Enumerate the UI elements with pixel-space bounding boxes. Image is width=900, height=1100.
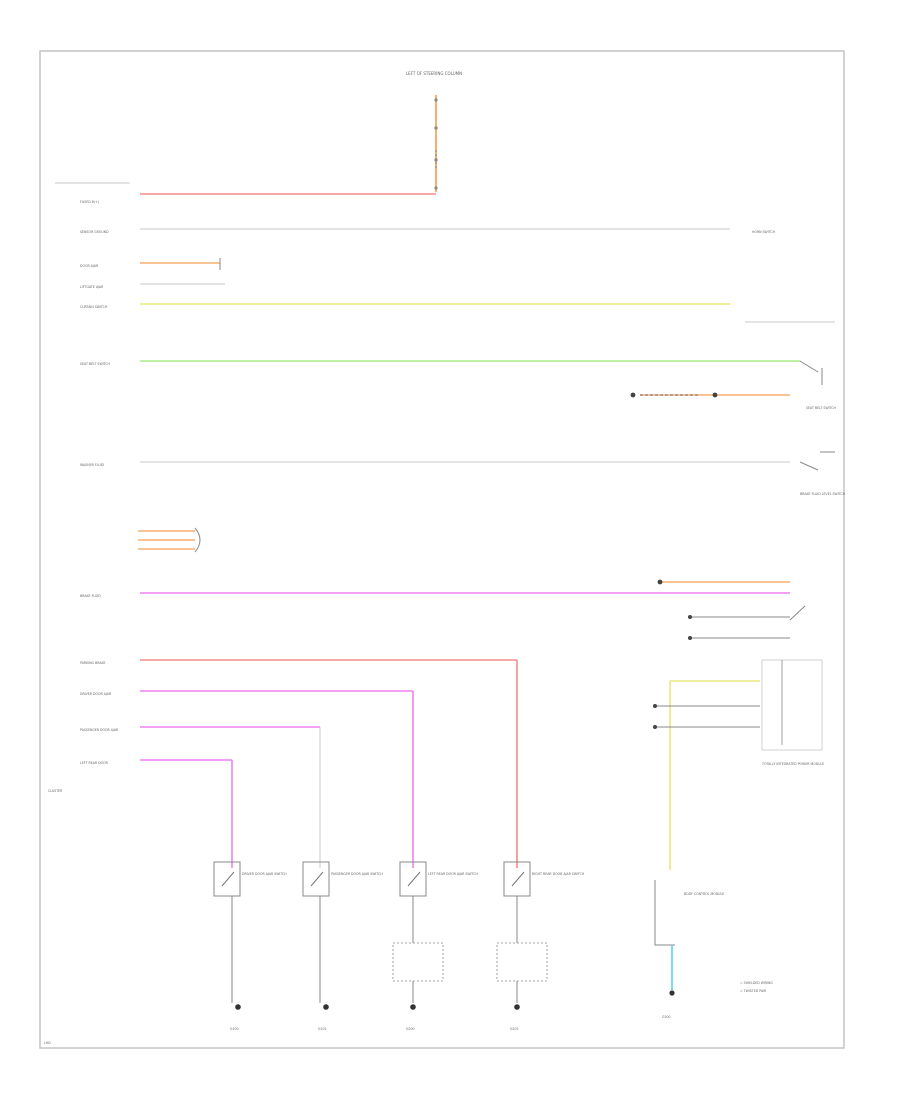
- pin-label-3: LIFTGATE AJAR: [80, 285, 104, 289]
- top-module-label: LEFT OF STEERING COLUMN: [406, 71, 462, 76]
- switch-leftrear: [392, 861, 444, 1010]
- switch-driver: [213, 861, 241, 1010]
- ground-label-0: G100: [230, 1027, 239, 1031]
- pin-label-4: CURTAIN SWITCH: [80, 305, 108, 309]
- switch-label-1: PASSENGER DOOR AJAR SWITCH: [331, 872, 383, 876]
- pin-label-11: LEFT REAR DOOR: [80, 761, 109, 765]
- cluster-label: CLUSTER: [48, 789, 63, 793]
- page-code: LHD: [44, 1041, 51, 1045]
- right-label-8: BODY CONTROL MODULE: [684, 892, 724, 896]
- pin-label-2: DOOR AJAR: [80, 264, 99, 268]
- pin-label-1: SENSOR GROUND: [80, 230, 109, 234]
- legend-shielded: = SHIELDED WIRING: [740, 981, 773, 985]
- door-switches: [213, 861, 548, 1010]
- ground-label-1: G101: [318, 1027, 327, 1031]
- switch-label-0: DRIVER DOOR AJAR SWITCH: [242, 872, 287, 876]
- ground-label-2: G200: [406, 1027, 415, 1031]
- pin-label-5: SEAT BELT SWITCH: [80, 362, 111, 366]
- legend-twisted: = TWISTED PAIR: [740, 989, 767, 993]
- right-label-0: HORN SWITCH: [752, 230, 776, 234]
- right-module: [653, 659, 823, 870]
- tiny-labels: FUSED B(+) SENSOR GROUND DOOR AJAR LIFTG…: [44, 200, 846, 1045]
- pin-label-0: FUSED B(+): [80, 200, 99, 204]
- pin-label-9: DRIVER DOOR AJAR: [80, 692, 112, 696]
- switch-rightrear: [496, 861, 548, 1010]
- ground-label-3: G201: [510, 1027, 519, 1031]
- right-label-2: SEAT BELT SWITCH: [806, 406, 837, 410]
- pin-label-7: BRAKE FLUID: [80, 594, 101, 598]
- ground-label-4: G300: [662, 1015, 671, 1019]
- pin-label-10: PASSENGER DOOR AJAR: [80, 728, 119, 732]
- switch-label-3: RIGHT REAR DOOR AJAR SWITCH: [532, 872, 585, 876]
- right-label-5: BRAKE FLUID LEVEL SWITCH: [800, 492, 846, 496]
- pin-label-6: WASHER FLUID: [80, 463, 105, 467]
- diagram-frame: [39, 50, 845, 1049]
- wire-group: [138, 193, 835, 868]
- switch-label-2: LEFT REAR DOOR AJAR SWITCH: [428, 872, 478, 876]
- pin-label-8: PARKING BRAKE: [80, 661, 106, 665]
- right-label-7: TOTALLY INTEGRATED POWER MODULE: [761, 762, 824, 766]
- switch-passenger: [302, 861, 330, 1010]
- bcm-bracket: [654, 880, 675, 996]
- top-connector: LEFT OF STEERING COLUMN: [406, 71, 462, 192]
